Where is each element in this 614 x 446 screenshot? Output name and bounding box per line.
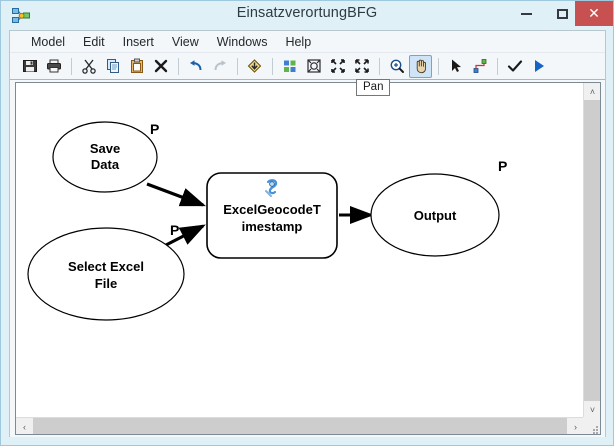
menu-item-model[interactable]: Model xyxy=(31,34,66,49)
validate-button[interactable] xyxy=(503,55,526,78)
menu-item-help[interactable]: Help xyxy=(285,34,312,49)
connect-button[interactable] xyxy=(468,55,491,78)
toolbar-separator xyxy=(237,57,238,75)
menu-item-windows[interactable]: Windows xyxy=(216,34,268,49)
magnifier-button[interactable] xyxy=(385,55,408,78)
connector-select-excel-to-geocode[interactable] xyxy=(165,224,206,247)
scroll-left-button[interactable]: ‹ xyxy=(23,421,26,432)
model-canvas-container: Save Data Select Excel File xyxy=(15,82,601,435)
scroll-right-button[interactable]: › xyxy=(574,421,577,432)
fit-to-window-button[interactable] xyxy=(302,55,325,78)
title-bar: EinsatzverortungBFG ✕ xyxy=(1,1,613,30)
model-canvas[interactable]: Save Data Select Excel File xyxy=(16,83,584,418)
minimize-button[interactable] xyxy=(511,1,541,26)
node-excel-geocode-timestamp-label-line1: ExcelGeocodeT xyxy=(223,202,321,217)
copy-button[interactable] xyxy=(101,55,124,78)
close-icon: ✕ xyxy=(588,5,600,22)
window-bottom-border xyxy=(1,437,613,445)
undo-button[interactable] xyxy=(184,55,207,78)
toolbar-separator xyxy=(438,57,439,75)
window-title: EinsatzverortungBFG xyxy=(236,5,378,21)
menu-item-insert[interactable]: Insert xyxy=(122,34,154,49)
run-button[interactable] xyxy=(527,55,550,78)
diagram-svg: Save Data Select Excel File xyxy=(27,121,507,321)
paste-button[interactable] xyxy=(125,55,148,78)
auto-layout-button[interactable] xyxy=(278,55,301,78)
toolbar-separator xyxy=(178,57,179,75)
vertical-scroll-thumb[interactable] xyxy=(584,100,600,401)
port-label-output: P xyxy=(498,158,507,174)
pan-button[interactable] xyxy=(409,54,432,78)
node-excel-geocode-timestamp[interactable]: ExcelGeocodeT imestamp xyxy=(206,172,338,259)
node-excel-geocode-timestamp-label-line2: imestamp xyxy=(242,219,303,234)
close-button[interactable]: ✕ xyxy=(575,1,613,26)
toolbar-separator xyxy=(272,57,273,75)
save-button[interactable] xyxy=(18,55,41,78)
node-select-excel-file[interactable]: Select Excel File xyxy=(27,227,185,321)
scroll-down-button[interactable]: ˅ xyxy=(584,401,600,418)
vertical-scrollbar[interactable]: ˄ ˅ xyxy=(583,83,600,418)
zoom-in-button[interactable] xyxy=(350,55,373,78)
cut-button[interactable] xyxy=(77,55,100,78)
port-label-save-data: P xyxy=(150,121,159,137)
toolbar-separator xyxy=(379,57,380,75)
select-button[interactable] xyxy=(444,55,467,78)
scroll-up-button[interactable]: ˄ xyxy=(584,83,600,100)
redo-button[interactable] xyxy=(208,55,231,78)
connector-save-data-to-geocode[interactable] xyxy=(146,182,206,207)
zoom-out-button[interactable] xyxy=(326,55,349,78)
print-button[interactable] xyxy=(42,55,65,78)
model-flow-icon xyxy=(12,7,30,25)
add-data-button[interactable] xyxy=(243,55,266,78)
menu-item-view[interactable]: View xyxy=(171,34,199,49)
toolbar-separator xyxy=(497,57,498,75)
port-label-select-excel: P xyxy=(170,222,179,238)
delete-button[interactable] xyxy=(149,55,172,78)
node-save-data-label-line2: Data xyxy=(91,157,120,172)
horizontal-scroll-thumb[interactable] xyxy=(33,418,567,434)
client-area: Model Edit Insert View Windows Help xyxy=(9,30,606,438)
horizontal-scrollbar[interactable]: ‹ › xyxy=(16,417,584,434)
node-select-excel-file-label-line1: Select Excel xyxy=(68,259,144,274)
geocode-tool-icon xyxy=(265,179,278,197)
minimize-icon xyxy=(520,12,532,15)
node-output-label: Output xyxy=(414,208,457,223)
toolbar xyxy=(10,53,605,80)
maximize-icon xyxy=(556,8,568,19)
node-save-data[interactable]: Save Data xyxy=(52,121,158,193)
node-select-excel-file-label-line2: File xyxy=(95,276,117,291)
maximize-button[interactable] xyxy=(547,1,577,26)
scrollbar-corner-grip xyxy=(583,417,600,434)
menu-bar: Model Edit Insert View Windows Help xyxy=(10,31,605,53)
node-output[interactable]: Output xyxy=(370,173,500,257)
menu-item-edit[interactable]: Edit xyxy=(83,34,105,49)
node-save-data-label-line1: Save xyxy=(90,141,120,156)
pan-tooltip: Pan xyxy=(356,79,391,96)
toolbar-separator xyxy=(71,57,72,75)
